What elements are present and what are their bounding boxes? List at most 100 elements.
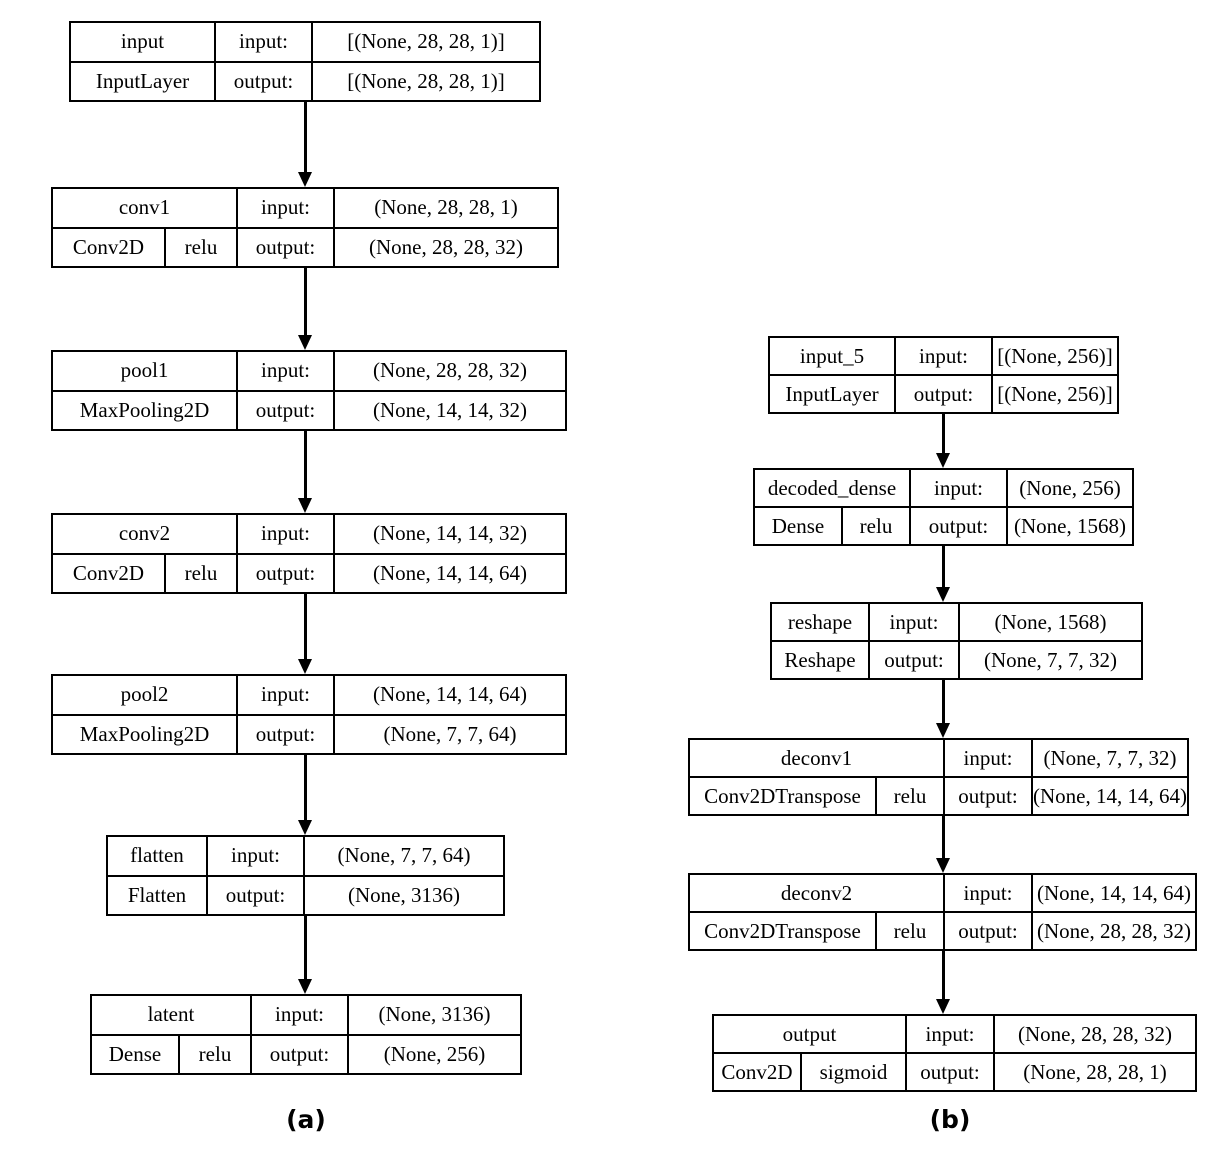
edge-shaft [942,546,945,587]
arrowhead-icon [298,335,312,350]
input-label: input: [238,352,335,390]
node-name: output [714,1016,907,1052]
edge-shaft [942,816,945,858]
node-conv2[interactable]: conv2 input: (None, 14, 14, 32) Conv2D r… [51,513,567,594]
arrowhead-icon [936,723,950,738]
output-label: output: [238,715,335,753]
output-shape: [(None, 28, 28, 1)] [347,68,505,93]
input-label: input: [252,996,349,1034]
input-shape: (None, 14, 14, 64) [373,682,527,707]
node-row-output: Conv2D relu output: (None, 28, 28, 32) [53,228,557,266]
input-label: input: [907,1016,995,1052]
node-row-output: Dense relu output: (None, 1568) [755,508,1132,544]
edge-conv2-to-pool2 [298,594,312,674]
edge-input-to-conv1 [298,102,312,187]
edge-shaft [942,414,945,453]
node-name: reshape [772,604,870,640]
input-label: input: [911,470,1008,506]
node-latent[interactable]: latent input: (None, 3136) Dense relu ou… [90,994,522,1075]
node-type: InputLayer [770,376,896,412]
input-shape: (None, 1568) [994,609,1107,634]
node-output[interactable]: output input: (None, 28, 28, 32) Conv2D … [712,1014,1197,1092]
input-shape: (None, 256) [1019,475,1121,500]
output-shape: (None, 28, 28, 32) [369,234,523,259]
node-name: deconv1 [690,740,945,776]
node-row-input: conv1 input: (None, 28, 28, 1) [53,189,557,229]
arrowhead-icon [936,999,950,1014]
arrowhead-icon [936,587,950,602]
node-row-input: input_5 input: [(None, 256)] [770,338,1117,376]
node-activation: relu [180,1035,252,1073]
edge-deconv2-to-output [936,951,950,1014]
edge-shaft [304,594,307,659]
edge-shaft [304,102,307,172]
node-pool2[interactable]: pool2 input: (None, 14, 14, 64) MaxPooli… [51,674,567,755]
node-reshape[interactable]: reshape input: (None, 1568) Reshape outp… [770,602,1143,680]
node-row-output: InputLayer output: [(None, 28, 28, 1)] [71,62,539,100]
output-label: output: [896,376,993,412]
input-shape: (None, 7, 7, 64) [337,843,471,868]
arrowhead-icon [298,498,312,513]
node-input[interactable]: input input: [(None, 28, 28, 1)] InputLa… [69,21,541,102]
output-shape: (None, 14, 14, 32) [373,397,527,422]
node-deconv1[interactable]: deconv1 input: (None, 7, 7, 32) Conv2DTr… [688,738,1189,816]
output-label: output: [238,228,335,266]
node-pool1[interactable]: pool1 input: (None, 28, 28, 32) MaxPooli… [51,350,567,431]
output-shape: (None, 1568) [1014,513,1126,538]
arrowhead-icon [298,659,312,674]
node-name: input_5 [770,338,896,374]
caption-b: (b) [929,1105,971,1134]
input-shape: [(None, 256)] [997,343,1113,368]
output-label: output: [945,913,1033,949]
output-label: output: [907,1054,995,1090]
output-shape: (None, 28, 28, 1) [1023,1059,1167,1084]
arrowhead-icon [298,979,312,994]
node-type: Conv2DTranspose [690,778,877,814]
node-activation: relu [877,778,945,814]
node-deconv2[interactable]: deconv2 input: (None, 14, 14, 64) Conv2D… [688,873,1197,951]
node-flatten[interactable]: flatten input: (None, 7, 7, 64) Flatten … [106,835,505,916]
input-shape: (None, 14, 14, 64) [1037,880,1191,905]
node-row-input: reshape input: (None, 1568) [772,604,1141,642]
node-row-output: MaxPooling2D output: (None, 14, 14, 32) [53,391,565,429]
node-type: Conv2D [53,228,166,266]
input-label: input: [238,676,335,714]
node-row-output: Dense relu output: (None, 256) [92,1035,520,1073]
input-label: input: [208,837,305,875]
input-shape: (None, 14, 14, 32) [373,521,527,546]
node-activation: relu [166,228,238,266]
node-conv1[interactable]: conv1 input: (None, 28, 28, 1) Conv2D re… [51,187,559,268]
node-name: flatten [108,837,208,875]
node-name: pool1 [53,352,238,390]
node-row-input: deconv1 input: (None, 7, 7, 32) [690,740,1187,778]
node-type: Conv2D [53,554,166,592]
output-label: output: [238,554,335,592]
node-name: decoded_dense [755,470,911,506]
input-shape: (None, 3136) [378,1002,491,1027]
node-row-input: input input: [(None, 28, 28, 1)] [71,23,539,63]
node-type: Dense [92,1035,180,1073]
input-label: input: [870,604,960,640]
node-input-5[interactable]: input_5 input: [(None, 256)] InputLayer … [768,336,1119,414]
node-row-input: pool1 input: (None, 28, 28, 32) [53,352,565,392]
input-shape: (None, 28, 28, 32) [1018,1021,1172,1046]
input-shape: [(None, 28, 28, 1)] [347,29,505,54]
node-type: Reshape [772,642,870,678]
input-label: input: [945,740,1033,776]
node-type: Flatten [108,876,208,914]
output-shape: (None, 14, 14, 64) [373,560,527,585]
node-decoded-dense[interactable]: decoded_dense input: (None, 256) Dense r… [753,468,1134,546]
node-row-output: Conv2DTranspose relu output: (None, 14, … [690,778,1187,814]
node-type: Conv2D [714,1054,802,1090]
node-name: latent [92,996,252,1034]
node-row-input: latent input: (None, 3136) [92,996,520,1036]
node-row-output: InputLayer output: [(None, 256)] [770,376,1117,412]
node-name: input [71,23,216,61]
node-row-input: flatten input: (None, 7, 7, 64) [108,837,503,877]
output-shape: [(None, 256)] [997,381,1113,406]
node-row-output: Conv2D relu output: (None, 14, 14, 64) [53,554,565,592]
edge-pool2-to-flatten [298,755,312,835]
input-label: input: [945,875,1033,911]
arrowhead-icon [298,820,312,835]
